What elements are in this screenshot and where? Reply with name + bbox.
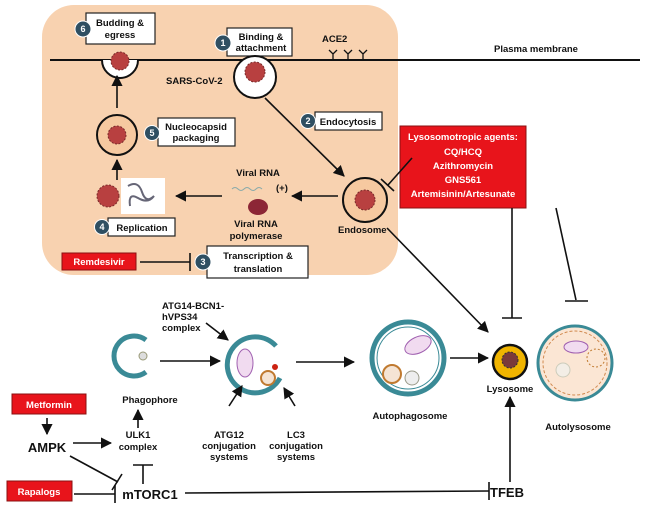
step-6-label: Budding & (96, 18, 144, 29)
metformin-box (11, 393, 87, 415)
virion-icon (107, 125, 127, 145)
virion-icon (96, 184, 120, 208)
drug-azithromycin: Azithromycin (433, 161, 493, 172)
step-6-badge (74, 20, 92, 38)
remdesivir-label: Remdesivir (73, 257, 125, 268)
autolysosome (536, 324, 614, 402)
drug-gns561: GNS561 (445, 175, 482, 186)
step-3-box (206, 245, 309, 279)
lc3-label-3: systems (277, 452, 315, 463)
atg12-label: ATG12 (214, 430, 244, 441)
step-5-box (157, 117, 236, 147)
virion-icon (244, 61, 266, 83)
tfeb-label: TFEB (490, 485, 524, 500)
step-1-number: 1 (220, 38, 225, 48)
step-6-box (85, 12, 156, 45)
step-3-label-2: translation (234, 264, 283, 275)
rapalogs-box (6, 480, 73, 502)
step-5-label-2: packaging (173, 133, 220, 144)
ulk1-label-2: complex (119, 442, 158, 453)
expanding-phagophore (224, 334, 283, 396)
metformin-label: Metformin (26, 400, 72, 411)
mtorc1-label: mTORC1 (122, 487, 177, 502)
atg14-arrow (205, 322, 229, 341)
drug-cq-hcq: CQ/HCQ (444, 147, 482, 158)
atg14-label: ATG14-BCN1- (162, 301, 224, 312)
endosome-label: Endosome (338, 225, 387, 236)
step-1-label-2: attachment (236, 43, 288, 54)
step-5-badge (144, 125, 160, 141)
atg12-label-3: systems (210, 452, 248, 463)
virion-icon (110, 51, 130, 71)
remdesivir-box (61, 252, 137, 271)
step-2-label: Endocytosis (320, 117, 377, 128)
viral-rna-label: Viral RNA (236, 168, 280, 179)
virion-icon (354, 189, 376, 211)
lc3-label-2: conjugation (269, 441, 323, 452)
ace2-label: ACE2 (322, 34, 347, 45)
endocytosis-arrow (264, 97, 345, 177)
rna-strand-icon (231, 187, 263, 191)
step-4-number: 4 (99, 222, 104, 232)
step-3-label: Transcription & (223, 251, 293, 262)
autophagosome-label: Autophagosome (373, 411, 448, 422)
ulk1-label: ULK1 (126, 430, 152, 441)
step-3-number: 3 (200, 257, 205, 267)
step-6-label-2: egress (105, 30, 136, 41)
polymerase-label: Viral RNA (234, 219, 278, 230)
positive-strand-label: (+) (276, 183, 288, 194)
lysosomotropic-agents-box (399, 125, 527, 209)
step-6-number: 6 (80, 24, 85, 34)
ace2-receptor-icon (328, 49, 368, 60)
step-4-badge (94, 219, 110, 235)
atg12-arrow (228, 385, 243, 407)
drug-artemisinin: Artemisinin/Artesunate (411, 189, 516, 200)
step-2-number: 2 (305, 116, 310, 126)
lysosome-label: Lysosome (487, 384, 534, 395)
phagophore-label: Phagophore (122, 395, 177, 406)
autolysosome-label: Autolysosome (545, 422, 610, 433)
plasma-membrane-label: Plasma membrane (494, 44, 578, 55)
atg14-label-3: complex (162, 323, 201, 334)
rapalogs-label: Rapalogs (18, 487, 61, 498)
lysosomotropic-title: Lysosomotropic agents: (408, 132, 518, 143)
step-3-badge (194, 253, 212, 271)
signaling-inhibition-lines (69, 455, 490, 503)
phagophore (111, 333, 148, 379)
atg14-label-2: hVPS34 (162, 312, 198, 323)
polymerase-label-2: polymerase (230, 231, 283, 242)
polymerase-icon (248, 199, 268, 215)
ampk-label: AMPK (28, 440, 67, 455)
step-2-badge (300, 113, 316, 129)
lc3-label: LC3 (287, 430, 305, 441)
step-1-label: Binding & (239, 32, 284, 43)
step-1-badge (214, 34, 232, 52)
step-5-number: 5 (149, 128, 154, 138)
inhibition-lines (380, 157, 588, 319)
sars-cov-2-label: SARS-CoV-2 (166, 76, 222, 87)
step-5-label: Nucleocapsid (165, 122, 227, 133)
endosome-to-lysosome-arrow (386, 227, 489, 333)
atg12-label-2: conjugation (202, 441, 256, 452)
lc3-arrow (283, 387, 296, 407)
step-4-label: Replication (116, 223, 167, 234)
